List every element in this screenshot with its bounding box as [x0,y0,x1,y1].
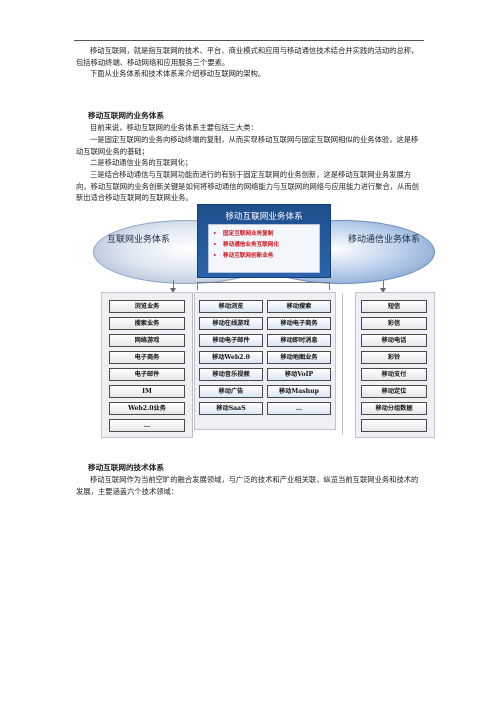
center-box-title: 移动互联网业务体系 [225,212,303,222]
internet-service-item: 电子邮件 [109,368,185,381]
mobile-internet-service-item: 移动VoIP [267,368,331,381]
mobile-comm-service-item: 移动定位 [361,385,427,398]
mobile-comm-service-item: 移动支付 [361,368,427,381]
mobile-internet-service-item: 移动搜索 [267,300,331,313]
internet-service-item: … [109,419,185,432]
internet-service-item: 搜索业务 [109,317,185,330]
internet-service-item: 浏览业务 [109,300,185,313]
business-heading: 移动互联网的业务体系 [88,111,164,120]
internet-service-item: 网络游戏 [109,334,185,347]
business-paragraph-3: 二是移动通信业务的互联网化； [90,158,193,167]
mobile-internet-service-item: 移动即时消息 [267,334,331,347]
column-separator [342,294,343,434]
mobile-internet-service-item: 移动广告 [199,385,263,398]
mobile-comm-services-column [355,292,435,438]
left-connector-line [173,280,174,290]
business-architecture-diagram: 互联网业务体系 移动通信业务体系 移动互联网业务体系 •固定互联网业务复制 •移… [93,204,435,439]
center-bullet-text: 固定互联网业务复制 [223,231,274,237]
business-paragraph-2: 一是固定互联网的业务向移动终端的复制，从而实现移动互联网与固定互联网相似的业务体… [76,135,419,156]
center-bullet-text: 移动互联网创新业务 [223,253,274,259]
mobile-internet-service-item: 移动SaaS [199,402,263,415]
tech-heading: 移动互联网的技术体系 [88,463,164,472]
mobile-internet-service-item: 移动音乐视频 [199,368,263,381]
mobile-comm-business-label: 移动通信业务体系 [348,235,421,245]
mobile-internet-business-box: 移动互联网业务体系 •固定互联网业务复制 •移动通信业务互联网化 •移动互联网创… [197,204,331,278]
center-bullet-item: •移动互联网创新业务 [213,253,274,259]
mobile-comm-service-item: 移动分组数据 [361,402,427,415]
center-bullet-text: 移动通信业务互联网化 [223,242,279,248]
column-separator [192,294,193,434]
mobile-comm-service-item: 彩铃 [361,351,427,364]
center-bullet-item: •移动通信业务互联网化 [213,242,279,248]
center-bullet-item: •固定互联网业务复制 [213,231,274,237]
mobile-internet-service-item: 移动Web2.0 [199,351,263,364]
intro-paragraph-1: 移动互联网，就是指互联网的技术、平台、商业模式和应用与移动通信技术结合并实践的活… [76,46,419,67]
internet-business-label: 互联网业务体系 [107,235,171,245]
mobile-internet-service-item: 移动Mashup [267,385,331,398]
business-paragraph-1: 目前来说，移动互联网的业务体系主要包括三大类： [90,123,258,132]
mobile-comm-service-item [361,419,427,432]
center-connector-left-leg [197,282,198,290]
mobile-internet-service-item: 移动在线游戏 [199,317,263,330]
header-rule [74,40,424,41]
mobile-comm-service-item: 移动电话 [361,334,427,347]
mobile-comm-service-item: 彩信 [361,317,427,330]
internet-service-item: IM [109,385,185,398]
center-connector-right-leg [329,282,330,290]
mobile-comm-service-item: 短信 [361,300,427,313]
right-connector-line [383,280,384,290]
mobile-internet-service-item: 移动地图业务 [267,351,331,364]
mobile-internet-service-item: 移动浏览 [199,300,263,313]
left-arrow-icon [170,288,176,293]
internet-service-item: 电子商务 [109,351,185,364]
mobile-internet-service-item: … [267,402,331,415]
intro-paragraph-2: 下面从业务体系和技术体系来介绍移动互联网的架构。 [90,69,266,78]
right-arrow-icon [380,288,386,293]
internet-services-column [101,292,193,438]
tech-paragraph-1: 移动互联网作为当前空旷的融合发展领域，与广泛的技术和产业相关联，纵览当前互联网业… [76,475,419,496]
mobile-internet-service-item: 移动电子邮件 [199,334,263,347]
center-connector-line [197,282,329,283]
business-paragraph-4: 三是结合移动通信与互联网功能而进行的有别于固定互联网的业务创新，这是移动互联网业… [76,170,419,202]
internet-service-item: Web2.0业务 [109,402,185,415]
center-bullet-list: •固定互联网业务复制 •移动通信业务互联网化 •移动互联网创新业务 [208,224,320,273]
mobile-internet-service-item: 移动电子商务 [267,317,331,330]
